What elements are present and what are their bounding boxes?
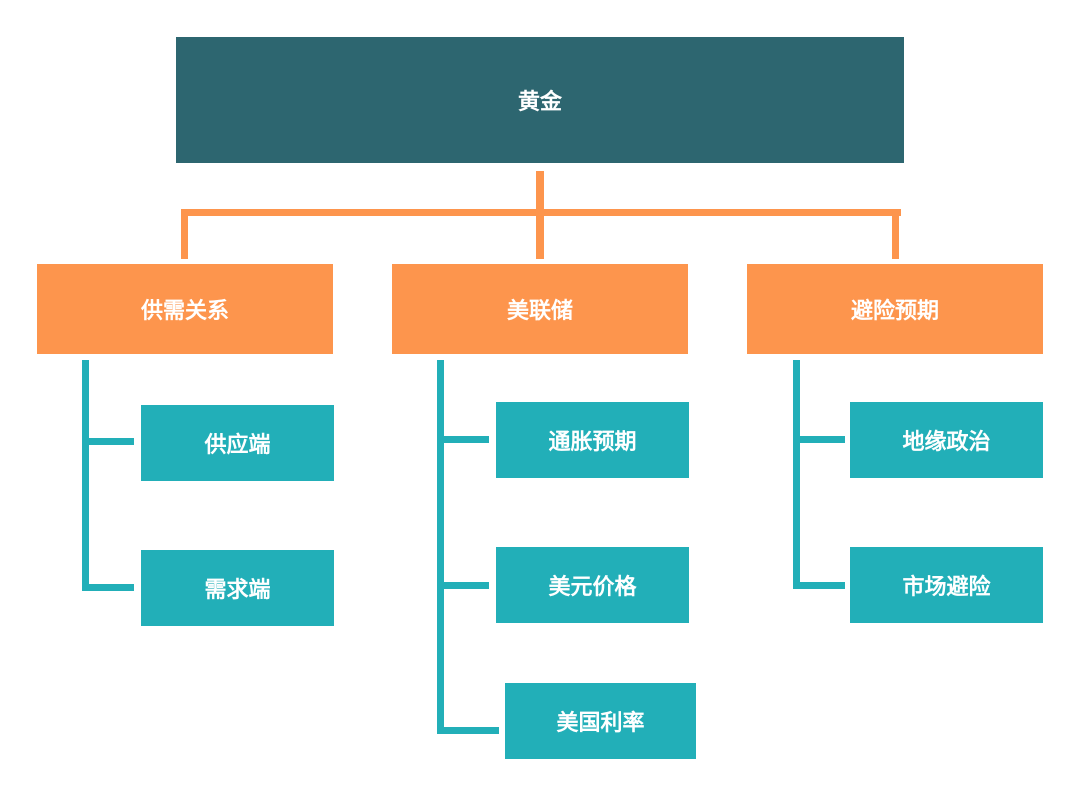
sub-branch-connector bbox=[82, 438, 134, 445]
category-label: 美联储 bbox=[506, 299, 573, 324]
category-node-supply-demand: 供需关系 bbox=[37, 264, 333, 354]
branch-connector-left bbox=[181, 209, 188, 259]
leaf-node-us-interest-rate: 美国利率 bbox=[505, 683, 696, 759]
leaf-label: 通胀预期 bbox=[548, 430, 637, 455]
category-node-safe-haven: 避险预期 bbox=[747, 264, 1043, 354]
leaf-label: 供应端 bbox=[204, 433, 271, 458]
leaf-node-market-risk-aversion: 市场避险 bbox=[850, 547, 1043, 623]
leaf-node-geopolitics: 地缘政治 bbox=[850, 402, 1043, 478]
sub-trunk-connector bbox=[82, 360, 89, 591]
leaf-label: 市场避险 bbox=[902, 575, 991, 600]
leaf-node-inflation-expectation: 通胀预期 bbox=[496, 402, 689, 478]
leaf-node-demand: 需求端 bbox=[141, 550, 334, 626]
sub-branch-connector bbox=[793, 582, 845, 589]
category-label: 避险预期 bbox=[850, 299, 939, 324]
leaf-label: 美元价格 bbox=[548, 575, 637, 600]
sub-branch-connector bbox=[437, 436, 489, 443]
leaf-label: 美国利率 bbox=[556, 711, 645, 736]
sub-branch-connector bbox=[437, 582, 489, 589]
leaf-node-usd-price: 美元价格 bbox=[496, 547, 689, 623]
category-label: 供需关系 bbox=[140, 299, 229, 324]
root-node: 黄金 bbox=[176, 37, 904, 163]
sub-trunk-connector bbox=[437, 360, 444, 734]
root-stem-connector bbox=[536, 171, 544, 216]
sub-trunk-connector bbox=[793, 360, 800, 589]
branch-connector-middle bbox=[536, 209, 544, 259]
leaf-node-supply: 供应端 bbox=[141, 405, 334, 481]
leaf-label: 地缘政治 bbox=[902, 430, 991, 455]
category-node-fed: 美联储 bbox=[392, 264, 688, 354]
leaf-label: 需求端 bbox=[204, 578, 271, 603]
sub-branch-connector bbox=[82, 584, 134, 591]
branch-connector-right bbox=[892, 209, 899, 259]
sub-branch-connector bbox=[793, 436, 845, 443]
sub-branch-connector bbox=[437, 727, 499, 734]
root-label: 黄金 bbox=[517, 90, 562, 115]
